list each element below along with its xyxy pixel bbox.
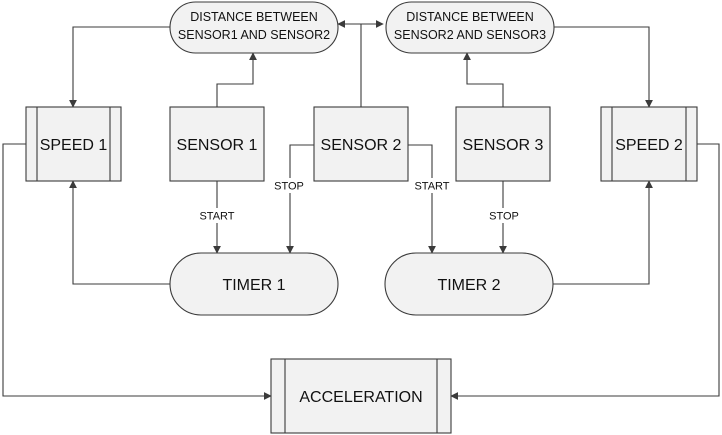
- edge-timer2-to-speed2: [553, 180, 653, 285]
- edge-sensor2-stop-to-timer1: [286, 144, 314, 254]
- edge-sensor1-to-distance12: [216, 52, 257, 107]
- connectors: [2, 20, 720, 400]
- node-acceleration: ACCELERATION: [270, 358, 452, 434]
- node-timer2: TIMER 2: [384, 252, 554, 316]
- distance23-line2: SENSOR2 AND SENSOR3: [394, 28, 546, 42]
- edge-distance23-to-speed2: [554, 26, 653, 108]
- label-sensor2-start: START: [414, 181, 449, 193]
- edge-timer1-to-speed1: [69, 180, 170, 285]
- edge-speed1-to-acceleration: [2, 143, 272, 400]
- label-sensor3-stop: STOP: [489, 211, 519, 223]
- sensor2-label: SENSOR 2: [321, 137, 402, 154]
- edge-distance12-to-speed1: [69, 26, 170, 108]
- node-speed1: SPEED 1: [25, 106, 122, 182]
- edge-sensor2-start-to-timer2: [408, 144, 436, 254]
- label-sensor1-start: START: [199, 211, 234, 223]
- node-sensor2: SENSOR 2: [313, 106, 409, 182]
- distance23-line1: DISTANCE BETWEEN: [406, 10, 534, 24]
- timer2-label: TIMER 2: [437, 277, 500, 294]
- edge-sensor3-to-distance23: [463, 52, 504, 107]
- acceleration-label: ACCELERATION: [299, 389, 422, 406]
- node-distance-sensor1-sensor2: DISTANCE BETWEEN SENSOR1 AND SENSOR2: [169, 1, 339, 54]
- timer1-label: TIMER 1: [222, 277, 285, 294]
- node-sensor3: SENSOR 3: [455, 106, 551, 182]
- node-timer1: TIMER 1: [169, 252, 339, 316]
- sensor3-label: SENSOR 3: [463, 137, 544, 154]
- distance12-line1: DISTANCE BETWEEN: [190, 10, 318, 24]
- nodes: DISTANCE BETWEEN SENSOR1 AND SENSOR2 DIS…: [25, 1, 698, 434]
- distance12-line2: SENSOR1 AND SENSOR2: [178, 28, 330, 42]
- node-speed2: SPEED 2: [600, 106, 698, 182]
- node-sensor1: SENSOR 1: [169, 106, 265, 182]
- label-sensor2-stop: STOP: [274, 181, 304, 193]
- edge-speed2-to-acceleration: [450, 143, 720, 400]
- node-distance-sensor2-sensor3: DISTANCE BETWEEN SENSOR2 AND SENSOR3: [385, 1, 555, 54]
- speed2-label: SPEED 2: [615, 137, 683, 154]
- sensor1-label: SENSOR 1: [177, 137, 258, 154]
- speed1-label: SPEED 1: [40, 137, 108, 154]
- edge-labels: START STOP START STOP: [197, 178, 523, 223]
